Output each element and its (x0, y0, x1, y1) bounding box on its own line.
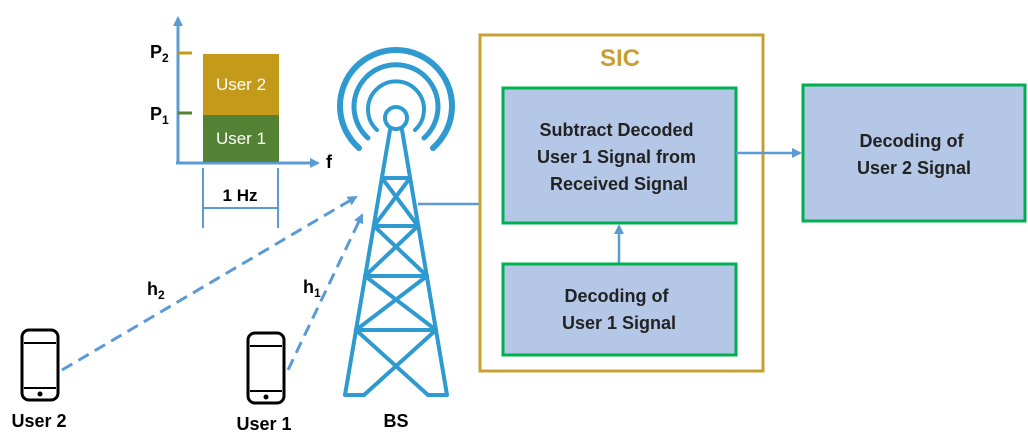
user1-label: User 1 (236, 414, 291, 434)
user1-phone-icon (246, 331, 286, 405)
subtract-box (501, 86, 738, 225)
tower-lattice (343, 128, 449, 397)
user1-power-block (203, 115, 279, 162)
h1-label: h1 (303, 277, 321, 300)
user2-power-block (203, 54, 279, 115)
channel-h1-link (286, 213, 364, 371)
user2-label: User 2 (11, 411, 66, 431)
decode-user2-text: Decoding of User 2 Signal (857, 131, 971, 178)
decode-user2-box (801, 83, 1027, 223)
decode-user1-text: Decoding of User 1 Signal (562, 286, 676, 333)
sic-title: SIC (600, 45, 640, 72)
signal-waves (337, 46, 455, 151)
bs-label: BS (383, 411, 408, 431)
bandwidth-label: 1 Hz (223, 186, 258, 205)
decode-user1-box (501, 262, 738, 357)
user2-phone-icon (20, 328, 60, 402)
frequency-axis-label: f (326, 152, 333, 172)
subtract-text: Subtract Decoded User 1 Signal from Rece… (537, 120, 701, 194)
base-station: BS (337, 46, 455, 431)
user2-block-label: User 2 (216, 75, 266, 94)
power-frequency-plot: P2 P1 User 2 User 1 f 1 Hz (150, 16, 333, 228)
sic-border (478, 33, 765, 373)
p2-label: P2 (150, 42, 169, 65)
h2-label: h2 (147, 279, 165, 302)
user1-block-label: User 1 (216, 129, 266, 148)
sic-block: SIC Subtract Decoded User 1 Signal from … (478, 33, 765, 373)
p1-label: P1 (150, 104, 169, 127)
